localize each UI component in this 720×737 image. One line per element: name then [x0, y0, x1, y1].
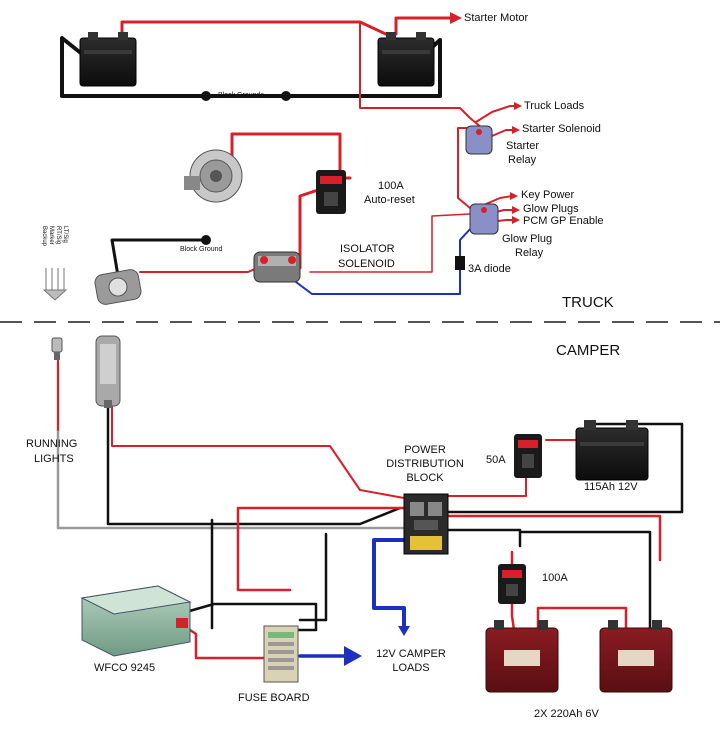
- plug-positive-wire: [111, 397, 405, 499]
- label-starter-motor: Starter Motor: [464, 12, 529, 24]
- battery-115ah: [575, 420, 649, 481]
- fuse-board: [263, 625, 299, 683]
- arrows: [344, 12, 522, 666]
- isolator-to-relay: [309, 213, 471, 273]
- label-running: RUNNING: [26, 438, 78, 450]
- label-115ah: 115Ah 12V: [584, 481, 638, 493]
- block-ground-dot-left: [201, 91, 211, 101]
- label-wfco: WFCO 9245: [94, 662, 156, 674]
- label-loads: LOADS: [392, 662, 430, 674]
- arrow-down-loads: [398, 626, 410, 636]
- glow-plug-relay: [469, 203, 499, 235]
- breaker-100a-camper: [498, 564, 526, 604]
- arrow-truck-loads: [514, 102, 522, 110]
- label-isolator: ISOLATOR: [340, 243, 395, 255]
- label-pin-rt: RT/Sig: [55, 226, 61, 245]
- camper-plug: [95, 335, 121, 408]
- running-light-bulb: [51, 337, 63, 360]
- blue-loads-wire: [372, 538, 408, 632]
- label-key-power: Key Power: [521, 189, 575, 201]
- battery-6v-right: [599, 620, 673, 693]
- label-2x-220ah: 2X 220Ah 6V: [534, 708, 599, 720]
- label-50a: 50A: [486, 454, 506, 466]
- breaker-100a-auto: [316, 170, 346, 214]
- label-power: POWER: [404, 444, 446, 456]
- plug-ground-wire: [106, 398, 402, 526]
- battery-positive-link: [120, 20, 392, 38]
- label-100a-camper: 100A: [542, 572, 568, 584]
- converter-output-wire: [184, 602, 318, 632]
- camper-black-bus: [210, 518, 652, 630]
- trailer-pin-icon: [42, 268, 68, 301]
- block-ground-dot: [201, 235, 211, 245]
- diode: [455, 256, 465, 270]
- truck-battery-right: [377, 32, 435, 87]
- label-block-grounds: Block Grounds: [218, 92, 264, 99]
- main-feed-wire: [359, 21, 483, 209]
- breaker-50a: [514, 434, 542, 478]
- label-block: BLOCK: [406, 472, 444, 484]
- power-distribution-block: [403, 493, 449, 555]
- label-pin-marker: Marker: [48, 226, 54, 245]
- battery-6v-left: [485, 620, 559, 693]
- camper-red-bus: [236, 506, 662, 592]
- trailer-ground-wire: [110, 238, 208, 278]
- trailer-socket: [94, 269, 142, 305]
- label-solenoid: SOLENOID: [338, 258, 395, 270]
- label-glow-relay: Relay: [515, 247, 544, 259]
- starter-motor-wire: [394, 16, 454, 36]
- label-camper: CAMPER: [556, 342, 621, 359]
- label-glow-plug: Glow Plug: [502, 233, 553, 245]
- truck-battery-left: [79, 32, 137, 87]
- label-distribution: DISTRIBUTION: [386, 458, 464, 470]
- diode-signal-wire: [295, 213, 485, 295]
- label-starter-solenoid: Starter Solenoid: [522, 123, 601, 135]
- arrow-camper-loads: [344, 646, 362, 666]
- label-fuse-board: FUSE BOARD: [238, 692, 310, 704]
- arrow-key-power: [510, 192, 518, 200]
- alternator: [184, 149, 243, 203]
- isolator-solenoid: [253, 251, 301, 283]
- starter-relay: [465, 125, 493, 155]
- converter-positive-wire: [182, 624, 274, 660]
- arrow-pcm: [512, 216, 520, 224]
- label-12v-camper: 12V CAMPER: [376, 648, 446, 660]
- arrow-glow-plugs: [512, 206, 520, 214]
- battery115-ground: [438, 422, 684, 514]
- arrow-starter-motor: [450, 12, 462, 24]
- label-lights: LIGHTS: [34, 453, 74, 465]
- label-truck: TRUCK: [562, 294, 614, 311]
- starter-solenoid-wire: [491, 129, 515, 137]
- battery-series-link: [536, 606, 628, 630]
- label-100a: 100A: [378, 180, 404, 192]
- label-pcm-gp-enable: PCM GP Enable: [523, 215, 604, 227]
- trailer-power-wire: [139, 265, 263, 273]
- label-pin-lt: LT/Sig: [62, 226, 68, 243]
- label-starter: Starter: [506, 140, 540, 152]
- label-glow-plugs: Glow Plugs: [523, 203, 579, 215]
- wfco-converter: [80, 585, 192, 657]
- label-truck-loads: Truck Loads: [524, 100, 585, 112]
- arrow-starter-solenoid: [512, 126, 520, 134]
- label-block-ground: Block Ground: [180, 246, 223, 253]
- starter-relay-wire: [475, 105, 517, 123]
- battery-ground-loop: [60, 36, 442, 98]
- block-ground-dot-right: [281, 91, 291, 101]
- label-starter-relay: Relay: [508, 154, 537, 166]
- label-3a-diode: 3A diode: [468, 263, 511, 275]
- label-pin-backup: Backup: [41, 226, 47, 247]
- label-auto-reset: Auto-reset: [364, 194, 415, 206]
